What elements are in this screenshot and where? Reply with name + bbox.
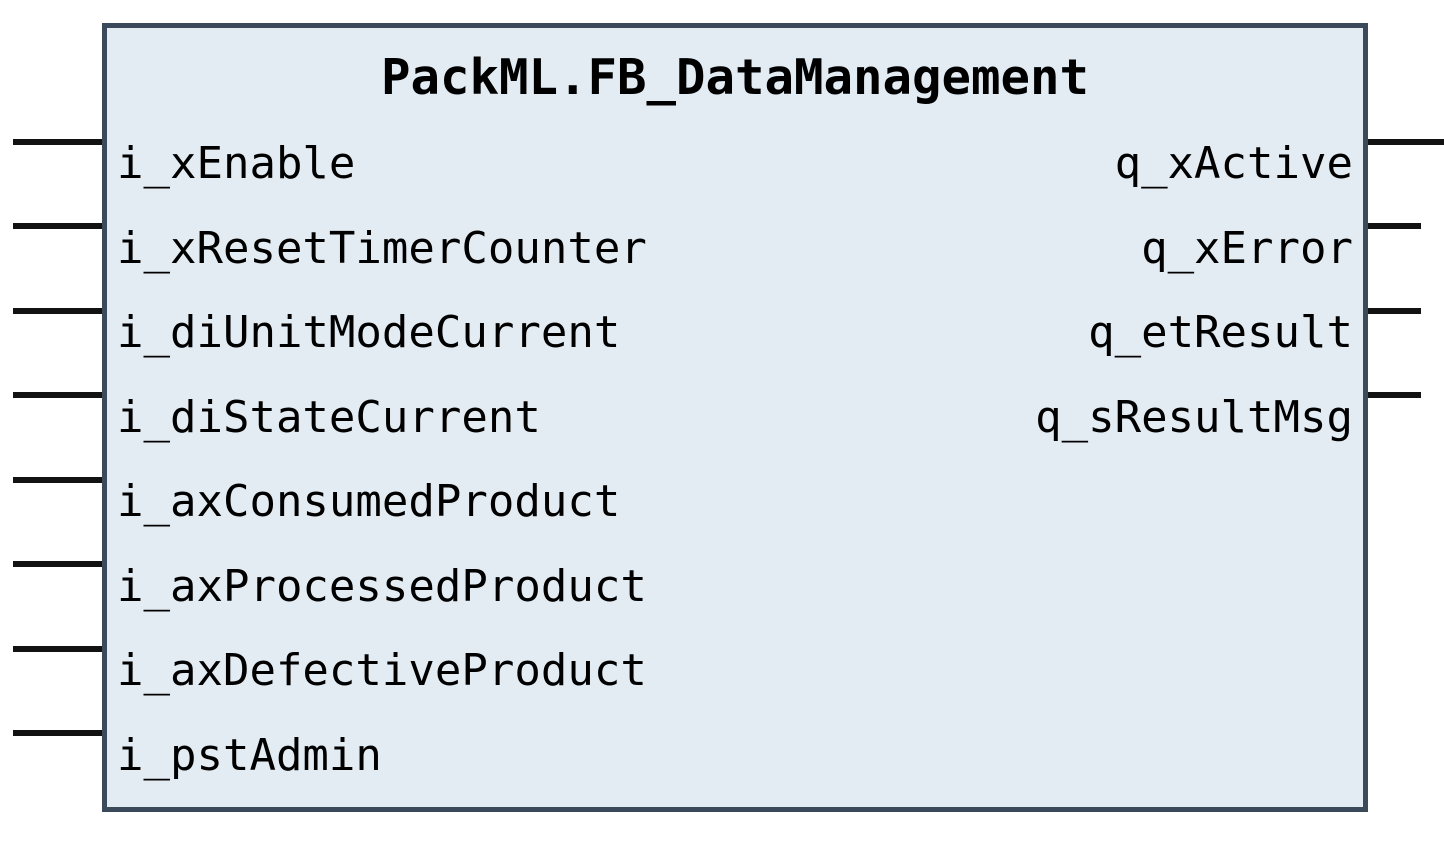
input-connector-line-1[interactable]	[13, 223, 105, 229]
input-connector-line-5[interactable]	[13, 561, 105, 567]
output-pin-label: q_etResult	[1088, 307, 1353, 359]
input-pin-i-pstAdmin[interactable]: i_pstAdmin	[113, 714, 733, 799]
output-pin-label: q_xError	[1141, 222, 1353, 274]
output-pin-q-xError[interactable]: q_xError	[737, 207, 1357, 292]
input-pin-label: i_diStateCurrent	[117, 391, 541, 443]
output-connector-line-2[interactable]	[1366, 308, 1421, 314]
output-pin-q-xActive[interactable]: q_xActive	[737, 122, 1357, 207]
output-pin-q-etResult[interactable]: q_etResult	[737, 291, 1357, 376]
input-pin-label: i_xEnable	[117, 138, 356, 190]
input-pin-label: i_axDefectiveProduct	[117, 645, 647, 697]
input-pin-i-xResetTimerCounter[interactable]: i_xResetTimerCounter	[113, 207, 733, 292]
input-pin-i-diUnitModeCurrent[interactable]: i_diUnitModeCurrent	[113, 291, 733, 376]
input-connector-line-7[interactable]	[13, 730, 105, 736]
input-pin-list: i_xEnable i_xResetTimerCounter i_diUnitM…	[113, 122, 733, 798]
input-pin-i-xEnable[interactable]: i_xEnable	[113, 122, 733, 207]
input-connector-line-4[interactable]	[13, 477, 105, 483]
input-pin-i-axDefectiveProduct[interactable]: i_axDefectiveProduct	[113, 629, 733, 714]
output-connector-line-0[interactable]	[1366, 139, 1444, 145]
function-block-title: PackML.FB_DataManagement	[380, 49, 1089, 106]
input-pin-label: i_axProcessedProduct	[117, 560, 647, 612]
input-connector-line-0[interactable]	[13, 139, 105, 145]
output-pin-q-sResultMsg[interactable]: q_sResultMsg	[737, 376, 1357, 461]
output-connector-line-1[interactable]	[1366, 223, 1421, 229]
input-pin-i-diStateCurrent[interactable]: i_diStateCurrent	[113, 376, 733, 461]
input-pin-i-axProcessedProduct[interactable]: i_axProcessedProduct	[113, 545, 733, 630]
output-pin-label: q_sResultMsg	[1035, 391, 1353, 443]
output-pin-list: q_xActive q_xError q_etResult q_sResultM…	[737, 122, 1357, 460]
input-connector-line-3[interactable]	[13, 392, 105, 398]
input-pin-label: i_xResetTimerCounter	[117, 222, 647, 274]
input-connector-line-6[interactable]	[13, 646, 105, 652]
output-connector-line-3[interactable]	[1366, 392, 1421, 398]
input-pin-i-axConsumedProduct[interactable]: i_axConsumedProduct	[113, 460, 733, 545]
input-pin-label: i_pstAdmin	[117, 729, 382, 781]
output-pin-label: q_xActive	[1114, 138, 1353, 190]
input-pin-label: i_diUnitModeCurrent	[117, 307, 621, 359]
function-block-body[interactable]: PackML.FB_DataManagement i_xEnable i_xRe…	[102, 23, 1368, 812]
input-connector-line-2[interactable]	[13, 308, 105, 314]
input-pin-label: i_axConsumedProduct	[117, 476, 621, 528]
